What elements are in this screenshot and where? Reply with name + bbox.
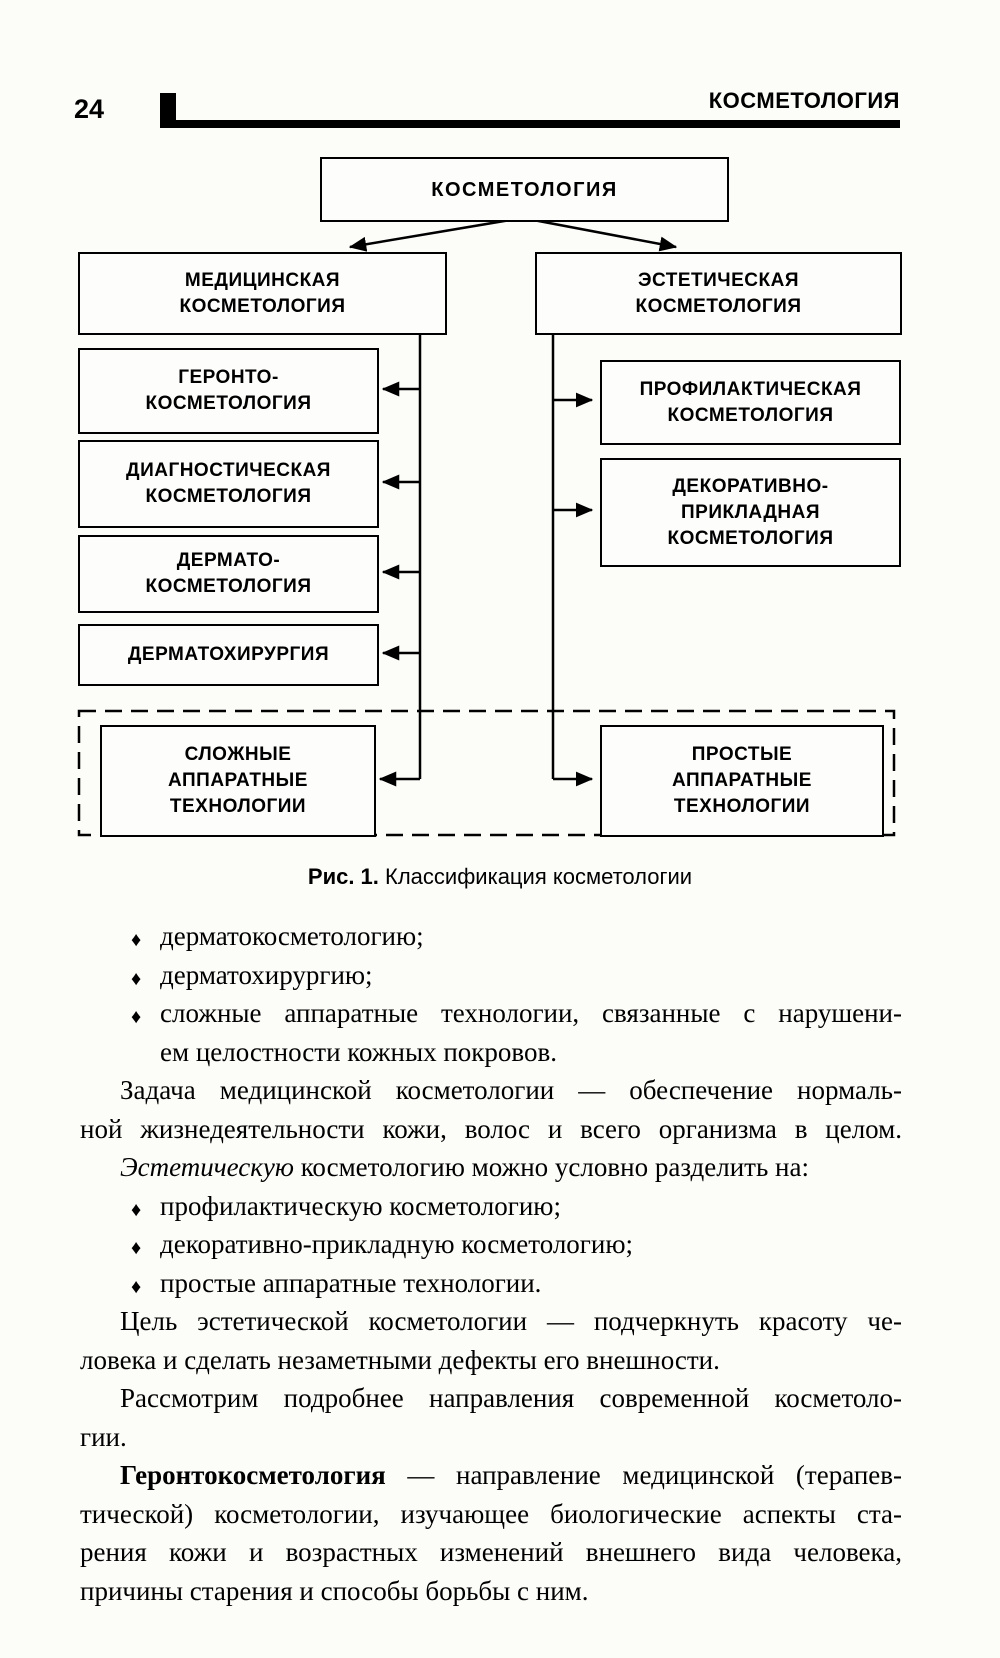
page-number: 24 [74,94,105,124]
header-rule [160,120,900,128]
text-line: гии. [80,1421,127,1452]
body-text: ♦дерматокосметологию; ♦дерматохирургию; … [80,917,902,1610]
figure-caption: Рис. 1. Классификация косметологии [0,864,1000,890]
bullet-icon: ♦ [131,1275,142,1298]
text-line: простые аппаратные технологии. [160,1267,542,1298]
diagram-box-medical-cosmetology: МЕДИЦИНСКАЯ КОСМЕТОЛОГИЯ [78,252,447,335]
list-item: ♦ дерматокосметологию; [80,917,902,956]
bold-lead: Геронтокосметология [120,1460,386,1490]
text-line: Эстетическую косметологию можно условно … [80,1148,902,1187]
diagram-box-cosmetology: КОСМЕТОЛОГИЯ [320,157,729,222]
header-tick [160,93,176,128]
bullet-icon: ♦ [131,929,142,951]
figure-title: Классификация косметологии [378,864,693,889]
diagram-box-geronto-cosmetology: ГЕРОНТО- КОСМЕТОЛОГИЯ [78,348,379,434]
text-line: декоративно-прикладную косметологию; [160,1229,634,1259]
classification-diagram: КОСМЕТОЛОГИЯ МЕДИЦИНСКАЯ КОСМЕТОЛОГИЯ ЭС… [77,157,902,837]
list-item: ♦ профилактическую косметологию; [80,1187,902,1226]
list-item: ♦ дерматохирургию; [80,956,902,995]
diagram-box-simple-hardware-technologies: ПРОСТЫЕ АППАРАТНЫЕ ТЕХНОЛОГИИ [600,725,884,837]
text-line: профилактическую косметологию; [160,1190,561,1221]
diagram-box-complex-hardware-technologies: СЛОЖНЫЕ АППАРАТНЫЕ ТЕХНОЛОГИИ [100,725,376,837]
list-item: ♦ простые аппаратные технологии. [80,1264,902,1303]
diagram-connectors [77,217,896,837]
text-line: косметологию можно условно разделить на: [293,1152,809,1182]
text-line: сложные аппаратные технологии, связанные… [160,998,902,1028]
text-line: дерматохирургию; [160,959,373,990]
text-line: ем целостности кожных покровов. [160,1036,557,1067]
diagram-box-diagnostic-cosmetology: ДИАГНОСТИЧЕСКАЯ КОСМЕТОЛОГИЯ [78,440,379,528]
bullet-icon: ♦ [131,1006,142,1028]
text-line: Задача медицинской косметологии — обеспе… [120,1075,902,1105]
branch-arrows [348,217,678,787]
text-line: Рассмотрим подробнее направления совреме… [120,1383,902,1413]
bullet-icon: ♦ [131,967,142,990]
diagram-box-dermatosurgery: ДЕРМАТОХИРУРГИЯ [78,624,379,686]
diagram-box-prophylactic-cosmetology: ПРОФИЛАКТИЧЕСКАЯ КОСМЕТОЛОГИЯ [600,360,901,445]
text-line: — направление медицинской (терапев- [385,1460,902,1490]
text-line: тической) косметологии, изучающее биолог… [80,1498,902,1529]
running-head-title: КОСМЕТОЛОГИЯ [708,88,900,113]
list-item: ♦ сложные аппаратные технологии, связанны… [80,994,902,1033]
diagram-box-dermato-cosmetology: ДЕРМАТО- КОСМЕТОЛОГИЯ [78,535,379,613]
italic-lead: Эстетическую [120,1152,294,1182]
text-line: ловека и сделать незаметными дефекты его… [80,1344,720,1375]
bullet-icon: ♦ [131,1198,142,1221]
diagram-box-aesthetic-cosmetology: ЭСТЕТИЧЕСКАЯ КОСМЕТОЛОГИЯ [535,252,902,335]
text-line: дерматокосметологию; [160,921,424,951]
text-line: Геронтокосметология — направление медици… [80,1456,902,1495]
list-item: ♦ декоративно-прикладную косметологию; [80,1225,902,1264]
bullet-icon: ♦ [131,1237,142,1259]
text-line: Цель эстетической косметологии — подчерк… [120,1306,902,1336]
diagram-box-decorative-applied-cosmetology: ДЕКОРАТИВНО- ПРИКЛАДНАЯ КОСМЕТОЛОГИЯ [600,458,901,567]
text-line: рения кожи и возрастных изменений внешне… [80,1537,902,1567]
text-line: причины старения и способы борьбы с ним. [80,1575,589,1606]
figure-label: Рис. 1. [307,864,379,889]
text-line: ной жизнедеятельности кожи, волос и всег… [80,1113,902,1144]
